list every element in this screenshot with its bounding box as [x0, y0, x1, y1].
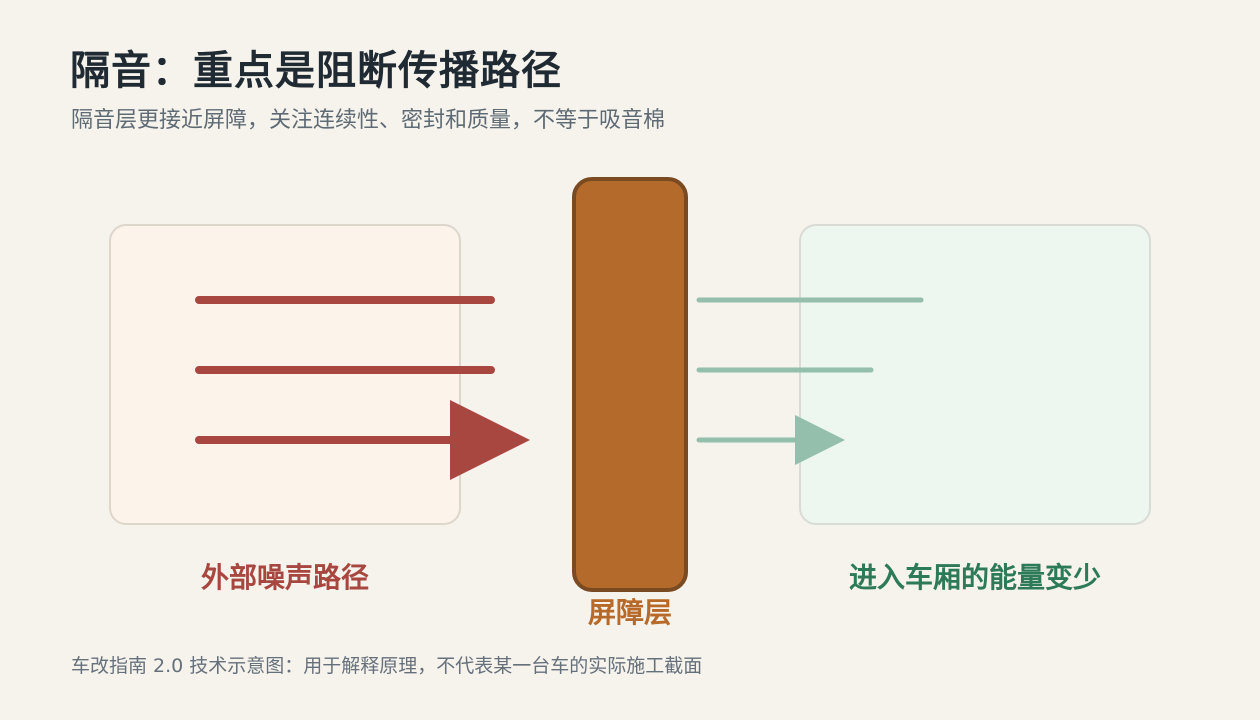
footnote: 车改指南 2.0 技术示意图：用于解释原理，不代表某一台车的实际施工截面 [71, 655, 703, 677]
cabin-region [799, 224, 1151, 525]
noise-arrow-head [450, 400, 530, 480]
outside-noise-region [109, 224, 461, 525]
page-subtitle: 隔音层更接近屏障，关注连续性、密封和质量，不等于吸音棉 [71, 108, 666, 133]
cabin-energy-label: 进入车厢的能量变少 [848, 561, 1101, 594]
page-title: 隔音：重点是阻断传播路径 [70, 48, 562, 94]
barrier-label: 屏障层 [587, 596, 672, 629]
barrier-layer [572, 177, 688, 592]
outside-noise-label: 外部噪声路径 [200, 561, 369, 594]
reduced-arrow-head [795, 415, 845, 465]
